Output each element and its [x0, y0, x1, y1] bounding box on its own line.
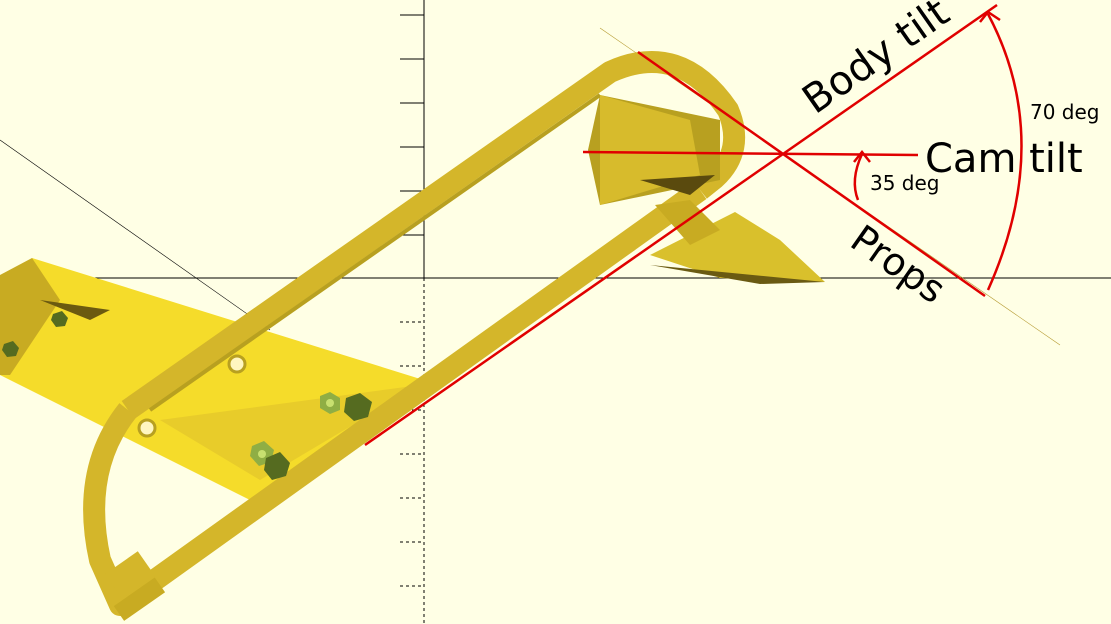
foot-block-2 — [113, 577, 166, 621]
nut-2 — [344, 393, 372, 421]
left-arm-dark — [40, 300, 110, 320]
frame-rail-inner — [148, 93, 602, 412]
left-arm-block — [0, 258, 430, 500]
diagonal-axis-left — [0, 139, 271, 331]
y-axis-ticks — [400, 14, 424, 587]
prop-guard-wedge — [650, 212, 825, 282]
annotations — [364, 3, 1023, 447]
arc-70-arrowhead — [979, 10, 1001, 23]
foot-block-1 — [105, 551, 155, 599]
nut-5 — [51, 311, 68, 327]
arc-35-deg — [853, 153, 864, 201]
frame-hole-2 — [137, 418, 157, 438]
nut-6 — [2, 341, 19, 357]
prop-guard-tab — [655, 200, 720, 245]
props-label: Props — [843, 216, 954, 312]
frame-rail-upper — [121, 50, 746, 420]
nut-4 — [264, 452, 290, 480]
cam-tilt-label: Cam tilt — [925, 136, 1083, 182]
arc-70-deg — [986, 13, 1023, 291]
camera-mount-dark — [640, 175, 715, 195]
arc-35-arrowhead — [853, 149, 871, 163]
angle-70-label: 70 deg — [1030, 100, 1100, 124]
frame-hole-1 — [227, 354, 247, 374]
nuts — [2, 311, 372, 480]
drone-frame-model[interactable] — [0, 50, 825, 621]
angle-35-label: 35 deg — [870, 171, 940, 195]
props-line — [637, 50, 986, 298]
body-tilt-label: Body tilt — [794, 0, 957, 123]
frame-rail-lower — [83, 181, 707, 616]
camera-mount-face — [600, 95, 700, 205]
body-tilt-line — [364, 3, 998, 447]
prop-guard-dark — [650, 265, 825, 284]
